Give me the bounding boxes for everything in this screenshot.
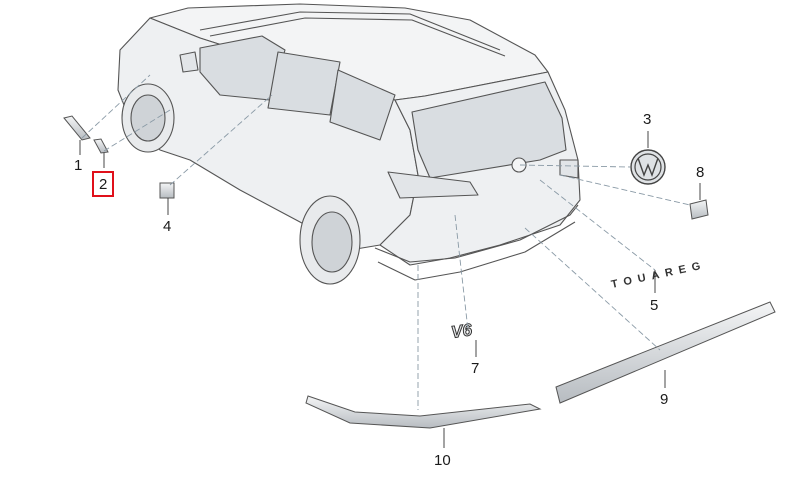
part-9-trim-strip xyxy=(555,301,776,404)
callout-8: 8 xyxy=(696,164,705,181)
part-2-emblem xyxy=(93,138,109,154)
callout-5: 5 xyxy=(650,297,659,314)
part-4-plate xyxy=(159,182,175,199)
leader-lines xyxy=(81,74,691,410)
part-10-trim-strip xyxy=(305,395,542,429)
callout-ticks xyxy=(79,131,701,448)
part-5-touareg-lettering: TOUAREG xyxy=(610,259,707,291)
part-3-vw-logo xyxy=(630,149,666,185)
callout-10: 10 xyxy=(434,452,451,469)
callout-7: 7 xyxy=(471,360,480,377)
callout-9: 9 xyxy=(660,391,669,408)
vehicle-illustration xyxy=(117,3,581,285)
callout-2-highlighted: 2 xyxy=(92,171,115,197)
callout-1: 1 xyxy=(74,157,83,174)
callout-4: 4 xyxy=(163,218,172,235)
part-8-plate xyxy=(689,199,709,220)
part-1-side-trim xyxy=(63,115,91,141)
part-7-v6-badge: V6 xyxy=(450,320,474,342)
callout-3: 3 xyxy=(643,111,652,128)
